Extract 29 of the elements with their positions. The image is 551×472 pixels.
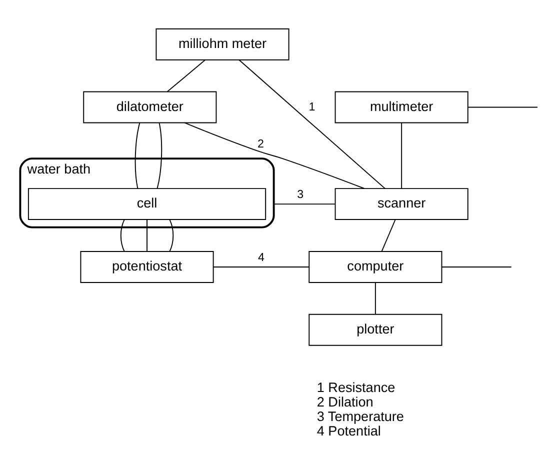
node-box: milliohm meter — [156, 28, 290, 60]
edge-label: 3 — [297, 188, 304, 201]
label: 1 Resistance — [316, 380, 396, 396]
node-box: scanner — [334, 188, 468, 220]
connector — [212, 266, 310, 268]
connector — [134, 122, 140, 189]
connector — [184, 122, 365, 189]
node-box: multimeter — [334, 91, 468, 124]
edge-label: 4 — [258, 250, 264, 264]
connector — [156, 122, 162, 189]
node-box: computer — [308, 251, 442, 283]
node-box: cell — [28, 188, 266, 220]
connector — [166, 60, 206, 92]
label: 2 Dilation — [316, 394, 374, 410]
connector — [146, 219, 148, 252]
node-box: dilatometer — [83, 91, 217, 124]
connector — [441, 266, 512, 268]
label: 4 Potential — [316, 424, 381, 439]
node-box: potentiostat — [80, 251, 214, 283]
edge-label: 1 — [308, 100, 316, 114]
connector — [374, 282, 376, 315]
connector — [401, 122, 402, 189]
label: 3 Temperature — [316, 409, 404, 424]
node-box: plotter — [308, 314, 442, 346]
connector — [467, 106, 538, 108]
connector — [381, 219, 396, 252]
connector — [273, 204, 336, 205]
edge-label: 2 — [258, 138, 264, 151]
connector — [238, 59, 386, 190]
